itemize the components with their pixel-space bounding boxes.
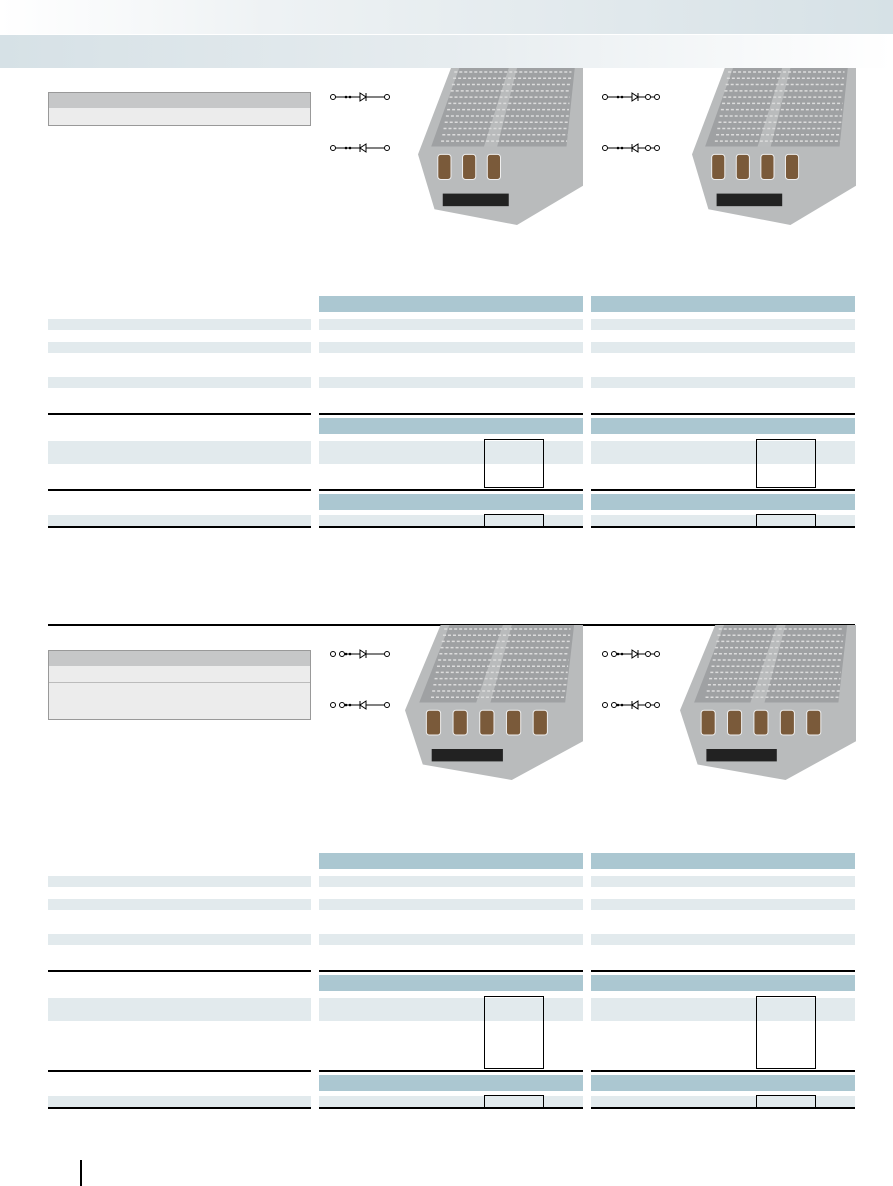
table-row bbox=[591, 899, 855, 910]
table-row bbox=[591, 342, 855, 353]
section-divider bbox=[48, 624, 855, 626]
table-row bbox=[48, 319, 311, 330]
info-box-divider bbox=[49, 682, 310, 683]
table-row bbox=[319, 899, 583, 910]
table-row bbox=[319, 515, 583, 526]
table-row bbox=[48, 342, 311, 353]
table-cell bbox=[484, 439, 544, 488]
diode-forward-icon bbox=[602, 649, 660, 659]
table-row bbox=[319, 342, 583, 353]
table-divider bbox=[591, 1107, 855, 1109]
diode-reverse-icon bbox=[602, 143, 660, 153]
section-header bbox=[319, 494, 583, 510]
table-cell bbox=[756, 996, 816, 1069]
diode-forward-icon bbox=[602, 92, 660, 102]
table-divider bbox=[48, 1107, 311, 1109]
page-header-band bbox=[0, 0, 893, 34]
diode-reverse-icon bbox=[330, 143, 390, 153]
table-row bbox=[591, 998, 855, 1021]
table-divider bbox=[48, 526, 311, 528]
table-row bbox=[319, 441, 583, 464]
table-divider bbox=[591, 489, 855, 491]
table-divider bbox=[48, 970, 311, 972]
table-divider bbox=[319, 1107, 583, 1109]
table-divider bbox=[48, 489, 311, 491]
table-row bbox=[591, 441, 855, 464]
table-row bbox=[319, 377, 583, 388]
column-header bbox=[319, 296, 583, 312]
table-row bbox=[319, 876, 583, 887]
column-header bbox=[591, 853, 855, 869]
table-divider bbox=[591, 526, 855, 528]
column-header bbox=[591, 296, 855, 312]
table-row bbox=[48, 998, 311, 1021]
product-image bbox=[680, 625, 856, 780]
table-row bbox=[319, 1096, 583, 1107]
table-row bbox=[48, 377, 311, 388]
diode-reverse-icon bbox=[602, 700, 660, 710]
table-divider bbox=[48, 1070, 311, 1072]
footer-divider bbox=[80, 1160, 82, 1186]
table-divider bbox=[591, 970, 855, 972]
diode-forward-icon bbox=[330, 649, 390, 659]
table-cell bbox=[756, 439, 816, 488]
table-divider bbox=[591, 413, 855, 415]
table-divider bbox=[319, 413, 583, 415]
info-box-header bbox=[49, 93, 310, 108]
table-row bbox=[591, 1096, 855, 1107]
product-image bbox=[418, 68, 583, 225]
info-box-header bbox=[49, 651, 310, 666]
table-row bbox=[48, 1096, 311, 1107]
table-row bbox=[591, 876, 855, 887]
table-row bbox=[48, 515, 311, 526]
column-header bbox=[319, 853, 583, 869]
table-row bbox=[319, 934, 583, 945]
table-divider bbox=[319, 1070, 583, 1072]
table-divider bbox=[319, 489, 583, 491]
table-divider bbox=[48, 413, 311, 415]
section-header bbox=[319, 975, 583, 991]
table-row bbox=[48, 899, 311, 910]
product-image bbox=[692, 68, 856, 225]
section-header bbox=[319, 1075, 583, 1091]
table-divider bbox=[319, 526, 583, 528]
section-header bbox=[591, 494, 855, 510]
product-image bbox=[405, 625, 583, 780]
section-header bbox=[591, 418, 855, 434]
table-row bbox=[591, 377, 855, 388]
section-header bbox=[319, 418, 583, 434]
table-row bbox=[319, 998, 583, 1021]
table-row bbox=[591, 319, 855, 330]
table-row bbox=[591, 515, 855, 526]
table-row bbox=[48, 934, 311, 945]
section-header bbox=[591, 1075, 855, 1091]
section-header bbox=[591, 975, 855, 991]
table-row bbox=[319, 319, 583, 330]
table-row bbox=[48, 441, 311, 464]
table-row bbox=[48, 876, 311, 887]
table-divider bbox=[591, 1070, 855, 1072]
table-divider bbox=[319, 970, 583, 972]
table-row bbox=[591, 934, 855, 945]
table-cell bbox=[484, 996, 544, 1069]
diode-forward-icon bbox=[330, 92, 390, 102]
diode-reverse-icon bbox=[330, 700, 390, 710]
page-subheader-band bbox=[0, 35, 893, 68]
